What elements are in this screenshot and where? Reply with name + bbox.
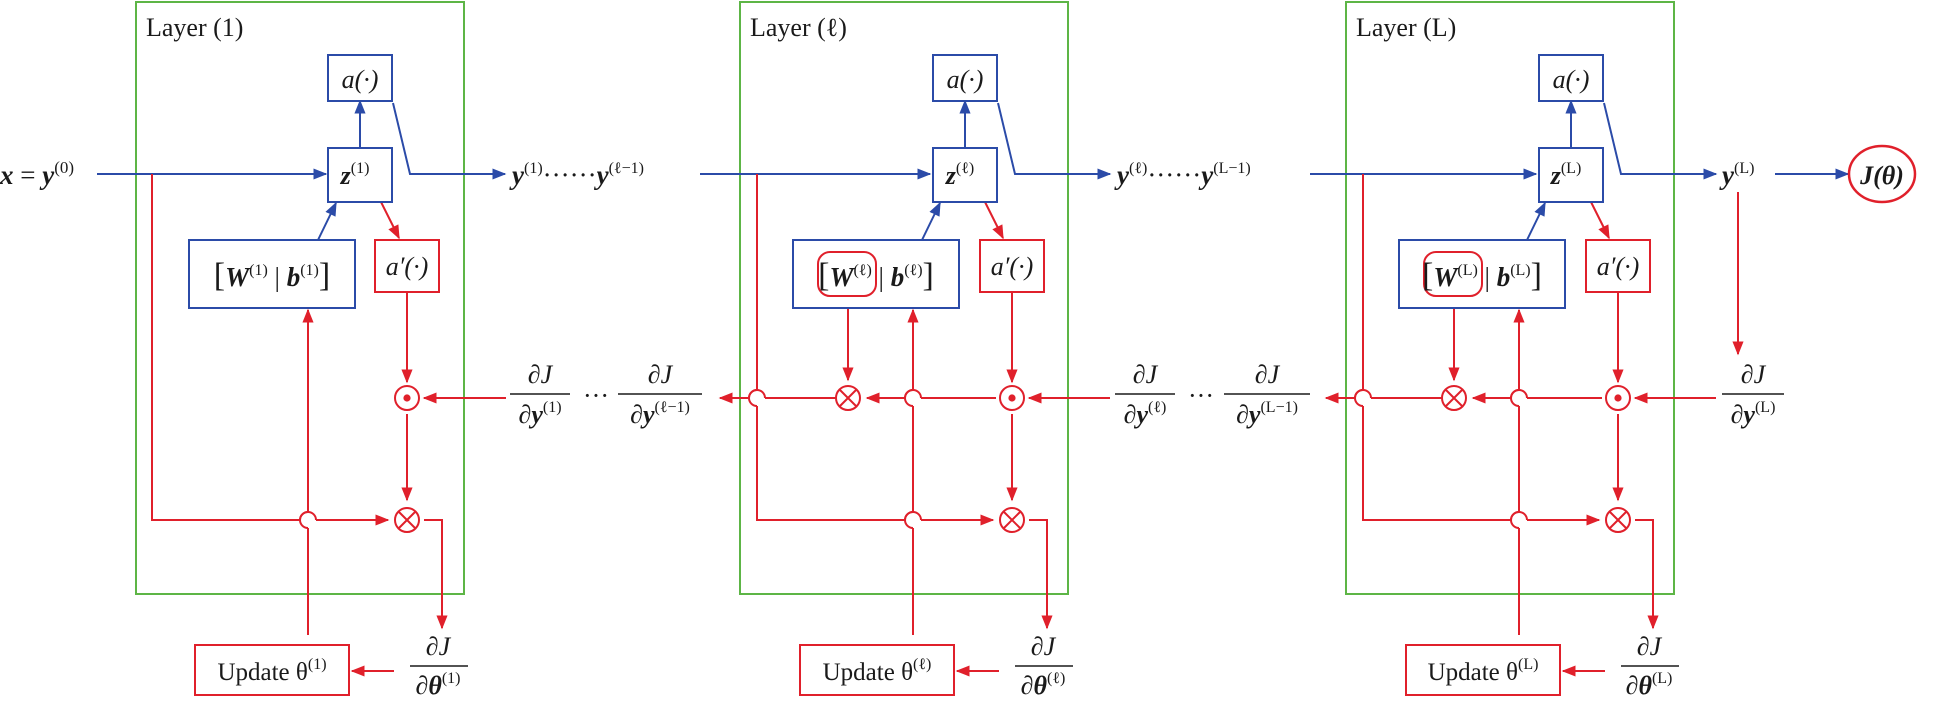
weights-label-L: [W(L) | b(L)] <box>1422 257 1542 294</box>
grad-theta-num-l: ∂J <box>1031 632 1057 661</box>
weights-box-l <box>792 239 960 309</box>
signal-yL: y(L) <box>1719 160 1754 190</box>
grad-theta-den-L: ∂θ(L) <box>1626 670 1673 700</box>
backward-lines <box>151 174 1744 677</box>
layer-frame-l <box>739 1 1069 595</box>
preactivation-label-1: z(1) <box>340 160 370 190</box>
layer-title-L: Layer (L) <box>1356 13 1456 42</box>
update-box-l <box>799 644 955 696</box>
grad-yLm1-num: ∂J <box>1255 360 1281 389</box>
deriv-label-L: a′(·) <box>1597 252 1640 281</box>
preactivation-label-L: z(L) <box>1550 160 1582 190</box>
loss-node <box>1847 144 1917 204</box>
grad-yL-num: ∂J <box>1741 360 1767 389</box>
update-box-1 <box>194 644 350 696</box>
activation-box-1 <box>327 54 393 102</box>
grad-yL-den: ∂y(L) <box>1731 399 1776 429</box>
signal-yl-to-yLm1: y(ℓ)······y(L−1) <box>1114 160 1251 190</box>
preactivation-box-1 <box>327 147 393 203</box>
deriv-box-1 <box>374 239 440 293</box>
update-label-1: Update θ(1) <box>217 656 326 686</box>
grad-y1-num: ∂J <box>528 360 554 389</box>
weights-highlight-L <box>1423 251 1483 297</box>
weights-label-l: [W(ℓ) | b(ℓ)] <box>818 257 934 294</box>
preactivation-box-L <box>1538 147 1604 203</box>
layer-frame-1 <box>135 1 465 595</box>
deriv-label-1: a′(·) <box>386 252 429 281</box>
weights-highlight-l <box>817 251 877 297</box>
grad-dots-1: ··· <box>583 381 609 410</box>
grad-ylm1-den: ∂y(ℓ−1) <box>630 399 690 429</box>
update-box-L <box>1405 644 1561 696</box>
activation-label-L: a(·) <box>1553 65 1590 94</box>
update-label-l: Update θ(ℓ) <box>823 656 932 686</box>
grad-theta-den-l: ∂θ(ℓ) <box>1021 670 1066 700</box>
weights-box-1 <box>188 239 356 309</box>
activation-label-1: a(·) <box>342 65 379 94</box>
layer-title-1: Layer (1) <box>146 13 243 42</box>
activation-box-l <box>932 54 998 102</box>
loss-label: J(θ) <box>1859 161 1904 190</box>
layer-title-l: Layer (ℓ) <box>750 13 847 42</box>
preactivation-box-l <box>932 147 998 203</box>
forward-lines <box>97 99 1850 241</box>
preactivation-label-l: z(ℓ) <box>945 160 974 190</box>
update-label-L: Update θ(L) <box>1428 656 1539 686</box>
activation-box-L <box>1538 54 1604 102</box>
grad-theta-num-L: ∂J <box>1637 632 1663 661</box>
deriv-box-l <box>979 239 1045 293</box>
grad-yLm1-den: ∂y(L−1) <box>1236 399 1298 429</box>
grad-yl-den: ∂y(ℓ) <box>1124 399 1167 429</box>
layer-frame-L <box>1345 1 1675 595</box>
input-label: x = y(0) <box>0 158 74 190</box>
deriv-label-l: a′(·) <box>991 252 1034 281</box>
weights-label-1: [W(1) | b(1)] <box>214 257 330 294</box>
deriv-box-L <box>1585 239 1651 293</box>
grad-theta-den-1: ∂θ(1) <box>416 670 461 700</box>
activation-label-l: a(·) <box>947 65 984 94</box>
grad-ylm1-num: ∂J <box>648 360 674 389</box>
grad-y1-den: ∂y(1) <box>518 399 561 429</box>
grad-theta-num-1: ∂J <box>426 632 452 661</box>
signal-y1-to-ylm1: y(1)······y(ℓ−1) <box>509 160 644 190</box>
grad-dots-2: ··· <box>1188 381 1214 410</box>
grad-yl-num: ∂J <box>1133 360 1159 389</box>
